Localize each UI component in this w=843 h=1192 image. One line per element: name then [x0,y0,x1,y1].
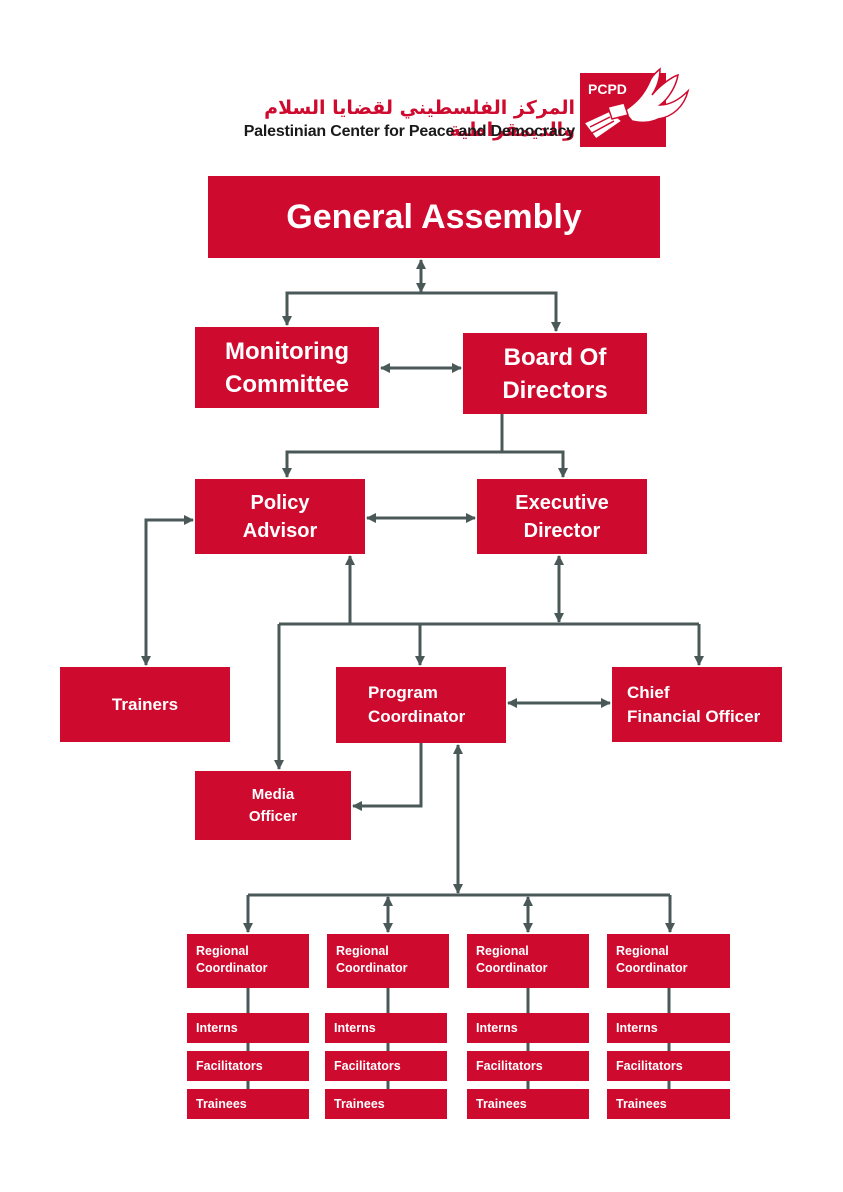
node-regional-coordinator: Regional Coordinator [607,934,730,988]
connector-bod-branch [281,450,569,479]
node-label: Interns [334,1020,376,1035]
node-interns: Interns [325,1013,447,1043]
node-facilitators: Facilitators [187,1051,309,1081]
node-label: Trainees [334,1096,385,1111]
node-label: Facilitators [334,1058,401,1073]
node-label: Interns [616,1020,658,1035]
node-interns: Interns [607,1013,730,1043]
node-executive-director: Executive Director [477,479,647,554]
node-facilitators: Facilitators [325,1051,447,1081]
node-trainees: Trainees [187,1089,309,1119]
connector-trainers-pa [140,514,195,667]
node-trainees: Trainees [467,1089,589,1119]
node-label: Executive Director [515,491,609,542]
node-policy-advisor: Policy Advisor [195,479,365,554]
node-interns: Interns [187,1013,309,1043]
node-media-officer: Media Officer [195,771,351,840]
node-label: Trainers [111,694,179,714]
node-trainers: Trainers [60,667,230,742]
node-label: Monitoring Committee [224,337,350,398]
node-label: Facilitators [476,1058,543,1073]
node-label: Facilitators [616,1058,683,1073]
node-label: Chief Financial Officer [627,682,761,726]
dove-ballot-box-icon: PCPD [580,67,690,147]
node-label: Trainees [616,1096,667,1111]
node-program-coordinator: Program Coordinator [336,667,506,743]
node-label: Regional Coordinator [336,944,408,975]
node-trainees: Trainees [607,1089,730,1119]
node-chief-financial-officer: Chief Financial Officer [612,667,782,742]
connector-pc-media [351,743,423,812]
node-label: Regional Coordinator [476,944,548,975]
node-label: Media Officer [248,785,298,825]
node-regional-coordinator: Regional Coordinator [467,934,589,988]
node-regional-coordinator: Regional Coordinator [327,934,449,988]
node-label: Regional Coordinator [196,944,268,975]
node-label: Facilitators [196,1058,263,1073]
node-facilitators: Facilitators [607,1051,730,1081]
node-interns: Interns [467,1013,589,1043]
node-label: Policy Advisor [242,491,318,542]
node-label: Board Of Directors [502,343,608,404]
node-label: Program Coordinator [368,683,466,726]
connector-ga-branch [281,291,562,333]
node-regional-coordinator: Regional Coordinator [187,934,309,988]
logo-english-name: Palestinian Center for Peace and Democra… [243,123,575,140]
node-monitoring-committee: Monitoring Committee [195,327,379,408]
node-label: Interns [476,1020,518,1035]
node-general-assembly: General Assembly [208,176,660,258]
node-label: Interns [196,1020,238,1035]
logo-arabic-name: المركز الفلسطيني لقضايا السلام والديمقرا… [264,97,575,141]
node-label: General Assembly [286,198,582,236]
logo-acronym: PCPD [588,81,627,97]
node-label: Trainees [196,1096,247,1111]
node-label: Trainees [476,1096,527,1111]
node-label: Regional Coordinator [616,944,688,975]
node-facilitators: Facilitators [467,1051,589,1081]
node-trainees: Trainees [325,1089,447,1119]
node-board-of-directors: Board Of Directors [463,333,647,414]
